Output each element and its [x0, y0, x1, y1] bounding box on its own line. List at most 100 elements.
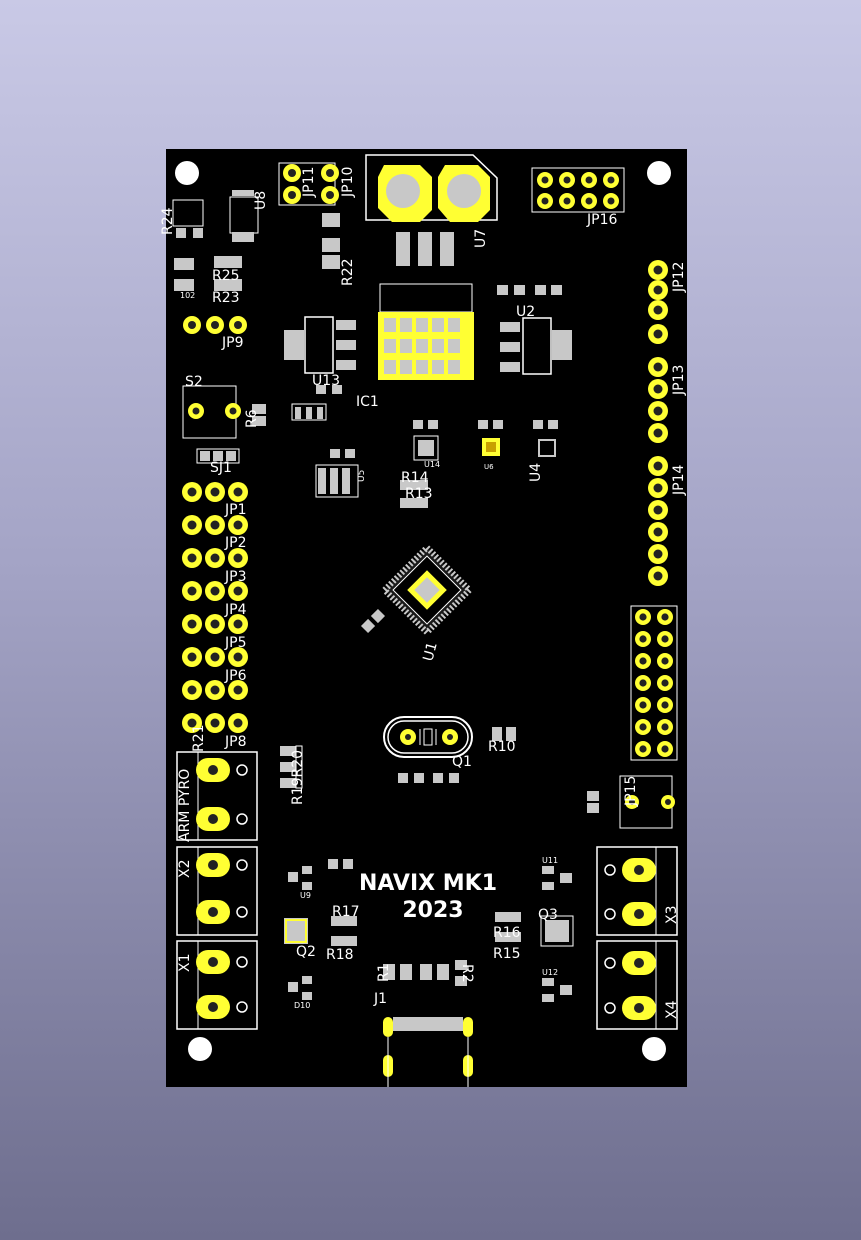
header-pin-hole — [653, 505, 663, 515]
header-pin-hole — [653, 483, 663, 493]
mounting-holes — [175, 161, 671, 1061]
header-pin-hole — [233, 718, 243, 728]
label-r21: R21 — [191, 724, 207, 752]
label-jp12: JP12 — [671, 262, 687, 293]
label-jp5: JP5 — [224, 635, 246, 651]
header-pin-hole — [653, 527, 663, 537]
header-pin-hole — [639, 657, 647, 665]
u13-regulator — [284, 316, 356, 374]
mounting-hole-bottom-right — [642, 1037, 666, 1061]
left-header-grid — [182, 482, 248, 733]
mounting-hole-top-left — [175, 161, 199, 185]
label-u12: U12 — [542, 968, 558, 977]
header-pin-hole — [639, 745, 647, 753]
sj1-jumper — [196, 448, 240, 464]
mounting-hole-bottom-left — [188, 1037, 212, 1061]
header-pin-hole — [210, 553, 220, 563]
header-pin-hole — [187, 718, 197, 728]
header-pin-hole — [210, 487, 220, 497]
label-u7: U7 — [473, 229, 489, 248]
label-u11: U11 — [542, 856, 558, 865]
label-u4: U4 — [528, 463, 544, 482]
label-r22: R22 — [340, 258, 356, 286]
mid-smd-parts — [291, 385, 558, 508]
label-q3: Q3 — [538, 907, 558, 923]
silkscreen-labels: JP11 JP10 U8 R24 R22 U7 JP16 R25 R23 JP9… — [160, 167, 687, 1019]
jp15-header — [587, 775, 675, 829]
header-outline — [630, 605, 678, 761]
label-jp10: JP10 — [340, 167, 356, 198]
header-pin-hole — [187, 685, 197, 695]
label-r16: R16 — [493, 925, 521, 941]
header-pin-hole — [187, 520, 197, 530]
label-r10: R10 — [488, 739, 516, 755]
label-u8: U8 — [253, 191, 269, 210]
header-pin-hole — [661, 679, 669, 687]
label-u9: U9 — [300, 891, 311, 900]
label-r17: R17 — [332, 904, 360, 920]
header-pin-hole — [653, 305, 663, 315]
board-title: NAVIX MK1 — [359, 871, 497, 896]
terminal-x4 — [596, 940, 678, 1030]
label-jp2: JP2 — [224, 535, 246, 551]
label-x2: X2 — [177, 860, 193, 879]
label-jp9: JP9 — [221, 335, 243, 351]
header-pin-hole — [210, 586, 220, 596]
label-jp3: JP3 — [224, 569, 246, 585]
header-pin-hole — [233, 685, 243, 695]
header-pin-hole — [233, 553, 243, 563]
label-sj1: SJ1 — [210, 460, 232, 476]
label-u1: U1 — [420, 640, 440, 663]
header-pin-hole — [661, 657, 669, 665]
header-pin-hole — [639, 613, 647, 621]
s2-switch — [182, 385, 266, 439]
terminal-x1 — [176, 940, 258, 1030]
header-pin-hole — [653, 549, 663, 559]
label-jp16: JP16 — [586, 212, 617, 228]
header-pin-hole — [187, 586, 197, 596]
jp16-header — [531, 167, 625, 213]
label-u14: U14 — [424, 460, 440, 469]
header-pin-hole — [661, 613, 669, 621]
r19-r20 — [280, 745, 303, 789]
header-pin-hole — [233, 487, 243, 497]
header-pin-hole — [653, 461, 663, 471]
header-pin-hole — [233, 520, 243, 530]
header-pin-hole — [233, 619, 243, 629]
header-pin-hole — [661, 723, 669, 731]
header-pin-hole — [187, 487, 197, 497]
label-jp1: JP1 — [224, 502, 246, 518]
label-r6: R6 — [244, 409, 260, 428]
right-headers — [648, 260, 668, 586]
jp11-header — [278, 162, 339, 206]
board-year: 2023 — [402, 898, 463, 923]
header-pin-hole — [661, 701, 669, 709]
label-jp11: JP11 — [301, 167, 317, 198]
label-jp4: JP4 — [224, 602, 247, 618]
terminal-x2 — [176, 846, 258, 936]
q1-crystal — [383, 716, 516, 783]
label-q1: Q1 — [452, 754, 472, 770]
header-pin-hole — [187, 553, 197, 563]
terminal-arm-pyro — [176, 751, 258, 841]
label-r25: R25 — [212, 268, 240, 284]
label-r19r20: R19R20 — [290, 750, 306, 805]
label-s2: S2 — [185, 374, 203, 390]
header-pin-hole — [639, 635, 647, 643]
header-pin-hole — [210, 619, 220, 629]
label-r24: R24 — [160, 207, 176, 235]
header-pin-hole — [639, 679, 647, 687]
header-pin-hole — [639, 723, 647, 731]
header-pin-hole — [210, 718, 220, 728]
label-j1: J1 — [373, 991, 387, 1007]
label-jp6: JP6 — [224, 668, 247, 684]
lower-smd-parts — [284, 859, 574, 1002]
header-pin-hole — [653, 362, 663, 372]
header-pin-hole — [661, 745, 669, 753]
label-r23: R23 — [212, 290, 240, 306]
label-u5: U5 — [357, 470, 367, 482]
terminal-x3 — [596, 846, 678, 936]
label-u6: U6 — [484, 463, 494, 471]
mounting-hole-top-right — [647, 161, 671, 185]
